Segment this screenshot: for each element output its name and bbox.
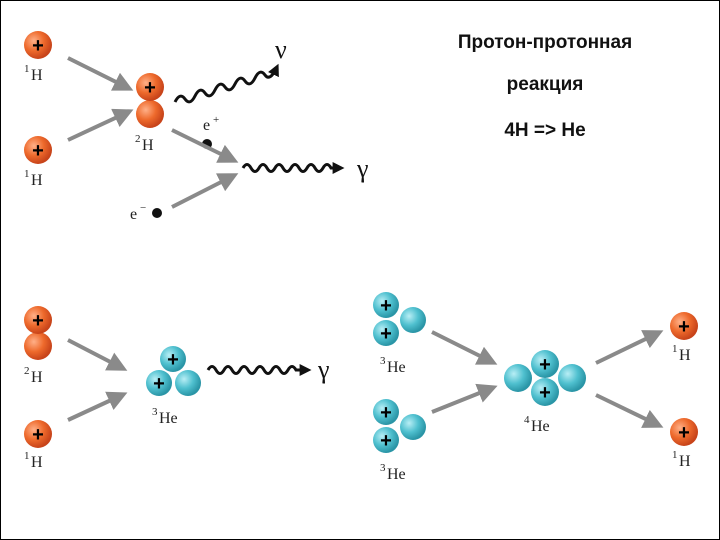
proton-charge-sign: +	[144, 77, 156, 99]
title-line-1: Протон-протонная	[457, 32, 633, 53]
isotope-label-he4: 4 He	[524, 414, 550, 435]
helium-3-particle: + +	[373, 399, 426, 453]
isotope-label-h1: 1 H	[24, 450, 43, 471]
proton-charge-sign: +	[380, 323, 392, 345]
svg-text:3: 3	[152, 406, 158, 418]
reaction-arrow	[67, 108, 134, 142]
neutrino-wave	[173, 63, 279, 104]
proton-charge-sign: +	[380, 430, 392, 452]
electron-label: e −	[130, 202, 146, 223]
proton-charge-sign: +	[539, 382, 551, 404]
reaction-arrow	[595, 393, 664, 428]
proton-particle: +	[24, 31, 52, 59]
electron-dot	[152, 208, 162, 218]
svg-text:He: He	[159, 410, 178, 427]
proton-particle: +	[24, 420, 52, 448]
proton-charge-sign: +	[32, 310, 44, 332]
proton-charge-sign: +	[380, 402, 392, 424]
svg-text:H: H	[31, 454, 43, 471]
reaction-arrow	[67, 338, 128, 371]
svg-text:3: 3	[380, 462, 386, 474]
reaction-arrow	[67, 56, 134, 91]
proton-charge-sign: +	[539, 354, 551, 376]
svg-text:1: 1	[672, 449, 678, 461]
svg-text:1: 1	[24, 450, 30, 462]
helium-3-particle: + +	[146, 346, 201, 396]
svg-text:1: 1	[672, 343, 678, 355]
proton-particle: +	[24, 136, 52, 164]
svg-text:He: He	[387, 359, 406, 376]
reaction-arrow	[67, 391, 128, 422]
svg-text:e: e	[203, 117, 210, 134]
gamma-symbol: γ	[356, 154, 369, 183]
proton-charge-sign: +	[678, 316, 690, 338]
gamma-wave	[206, 364, 312, 376]
proton-charge-sign: +	[153, 373, 165, 395]
isotope-label-h1: 1 H	[24, 168, 43, 189]
isotope-label-he3: 3 He	[152, 406, 178, 427]
reaction-2: + 2 H + 1 H + + 3 He γ	[24, 306, 330, 471]
proton-charge-sign: +	[678, 422, 690, 444]
svg-text:H: H	[142, 137, 154, 154]
isotope-label-h2: 2 H	[135, 133, 154, 154]
reaction-1: + 1 H + 1 H + 2 H ν	[24, 31, 369, 223]
svg-text:1: 1	[24, 168, 30, 180]
svg-text:H: H	[31, 369, 43, 386]
title-line-2: реакция	[506, 74, 584, 95]
proton-charge-sign: +	[32, 424, 44, 446]
neutrino-symbol: ν	[275, 35, 287, 64]
helium-4-particle: + +	[504, 350, 586, 406]
svg-text:H: H	[31, 172, 43, 189]
svg-text:3: 3	[380, 355, 386, 367]
proton-charge-sign: +	[32, 140, 44, 162]
svg-text:He: He	[531, 418, 550, 435]
positron-label: e +	[203, 114, 219, 134]
svg-text:−: −	[140, 202, 146, 214]
isotope-label-h1: 1 H	[24, 63, 43, 84]
isotope-label-he3: 3 He	[380, 462, 406, 483]
svg-text:H: H	[679, 453, 691, 470]
proton-charge-sign: +	[32, 35, 44, 57]
title-line-3: 4H => He	[504, 120, 586, 141]
svg-text:2: 2	[24, 365, 30, 377]
gamma-wave	[241, 162, 345, 174]
deuteron-particle: +	[24, 306, 52, 360]
svg-text:4: 4	[524, 414, 530, 426]
reaction-arrow	[171, 173, 239, 209]
proton-charge-sign: +	[167, 349, 179, 371]
svg-text:2: 2	[135, 133, 141, 145]
svg-text:He: He	[387, 466, 406, 483]
reaction-3: + + 3 He + + 3 He + +	[373, 292, 698, 483]
reaction-arrow	[431, 383, 498, 414]
deuteron-particle: +	[136, 73, 164, 128]
svg-text:e: e	[130, 206, 137, 223]
isotope-label-h1: 1 H	[672, 449, 691, 470]
proton-particle: +	[670, 418, 698, 446]
proton-particle: +	[670, 312, 698, 340]
isotope-label-he3: 3 He	[380, 355, 406, 376]
reaction-arrow	[431, 330, 498, 365]
svg-text:+: +	[213, 114, 219, 126]
svg-text:1: 1	[24, 63, 30, 75]
gamma-symbol: γ	[317, 355, 330, 384]
svg-text:H: H	[679, 347, 691, 364]
svg-text:H: H	[31, 67, 43, 84]
helium-3-particle: + +	[373, 292, 426, 346]
isotope-label-h2: 2 H	[24, 365, 43, 386]
isotope-label-h1: 1 H	[672, 343, 691, 364]
reaction-arrow	[171, 128, 239, 163]
proton-charge-sign: +	[380, 295, 392, 317]
reaction-arrow	[595, 330, 664, 365]
